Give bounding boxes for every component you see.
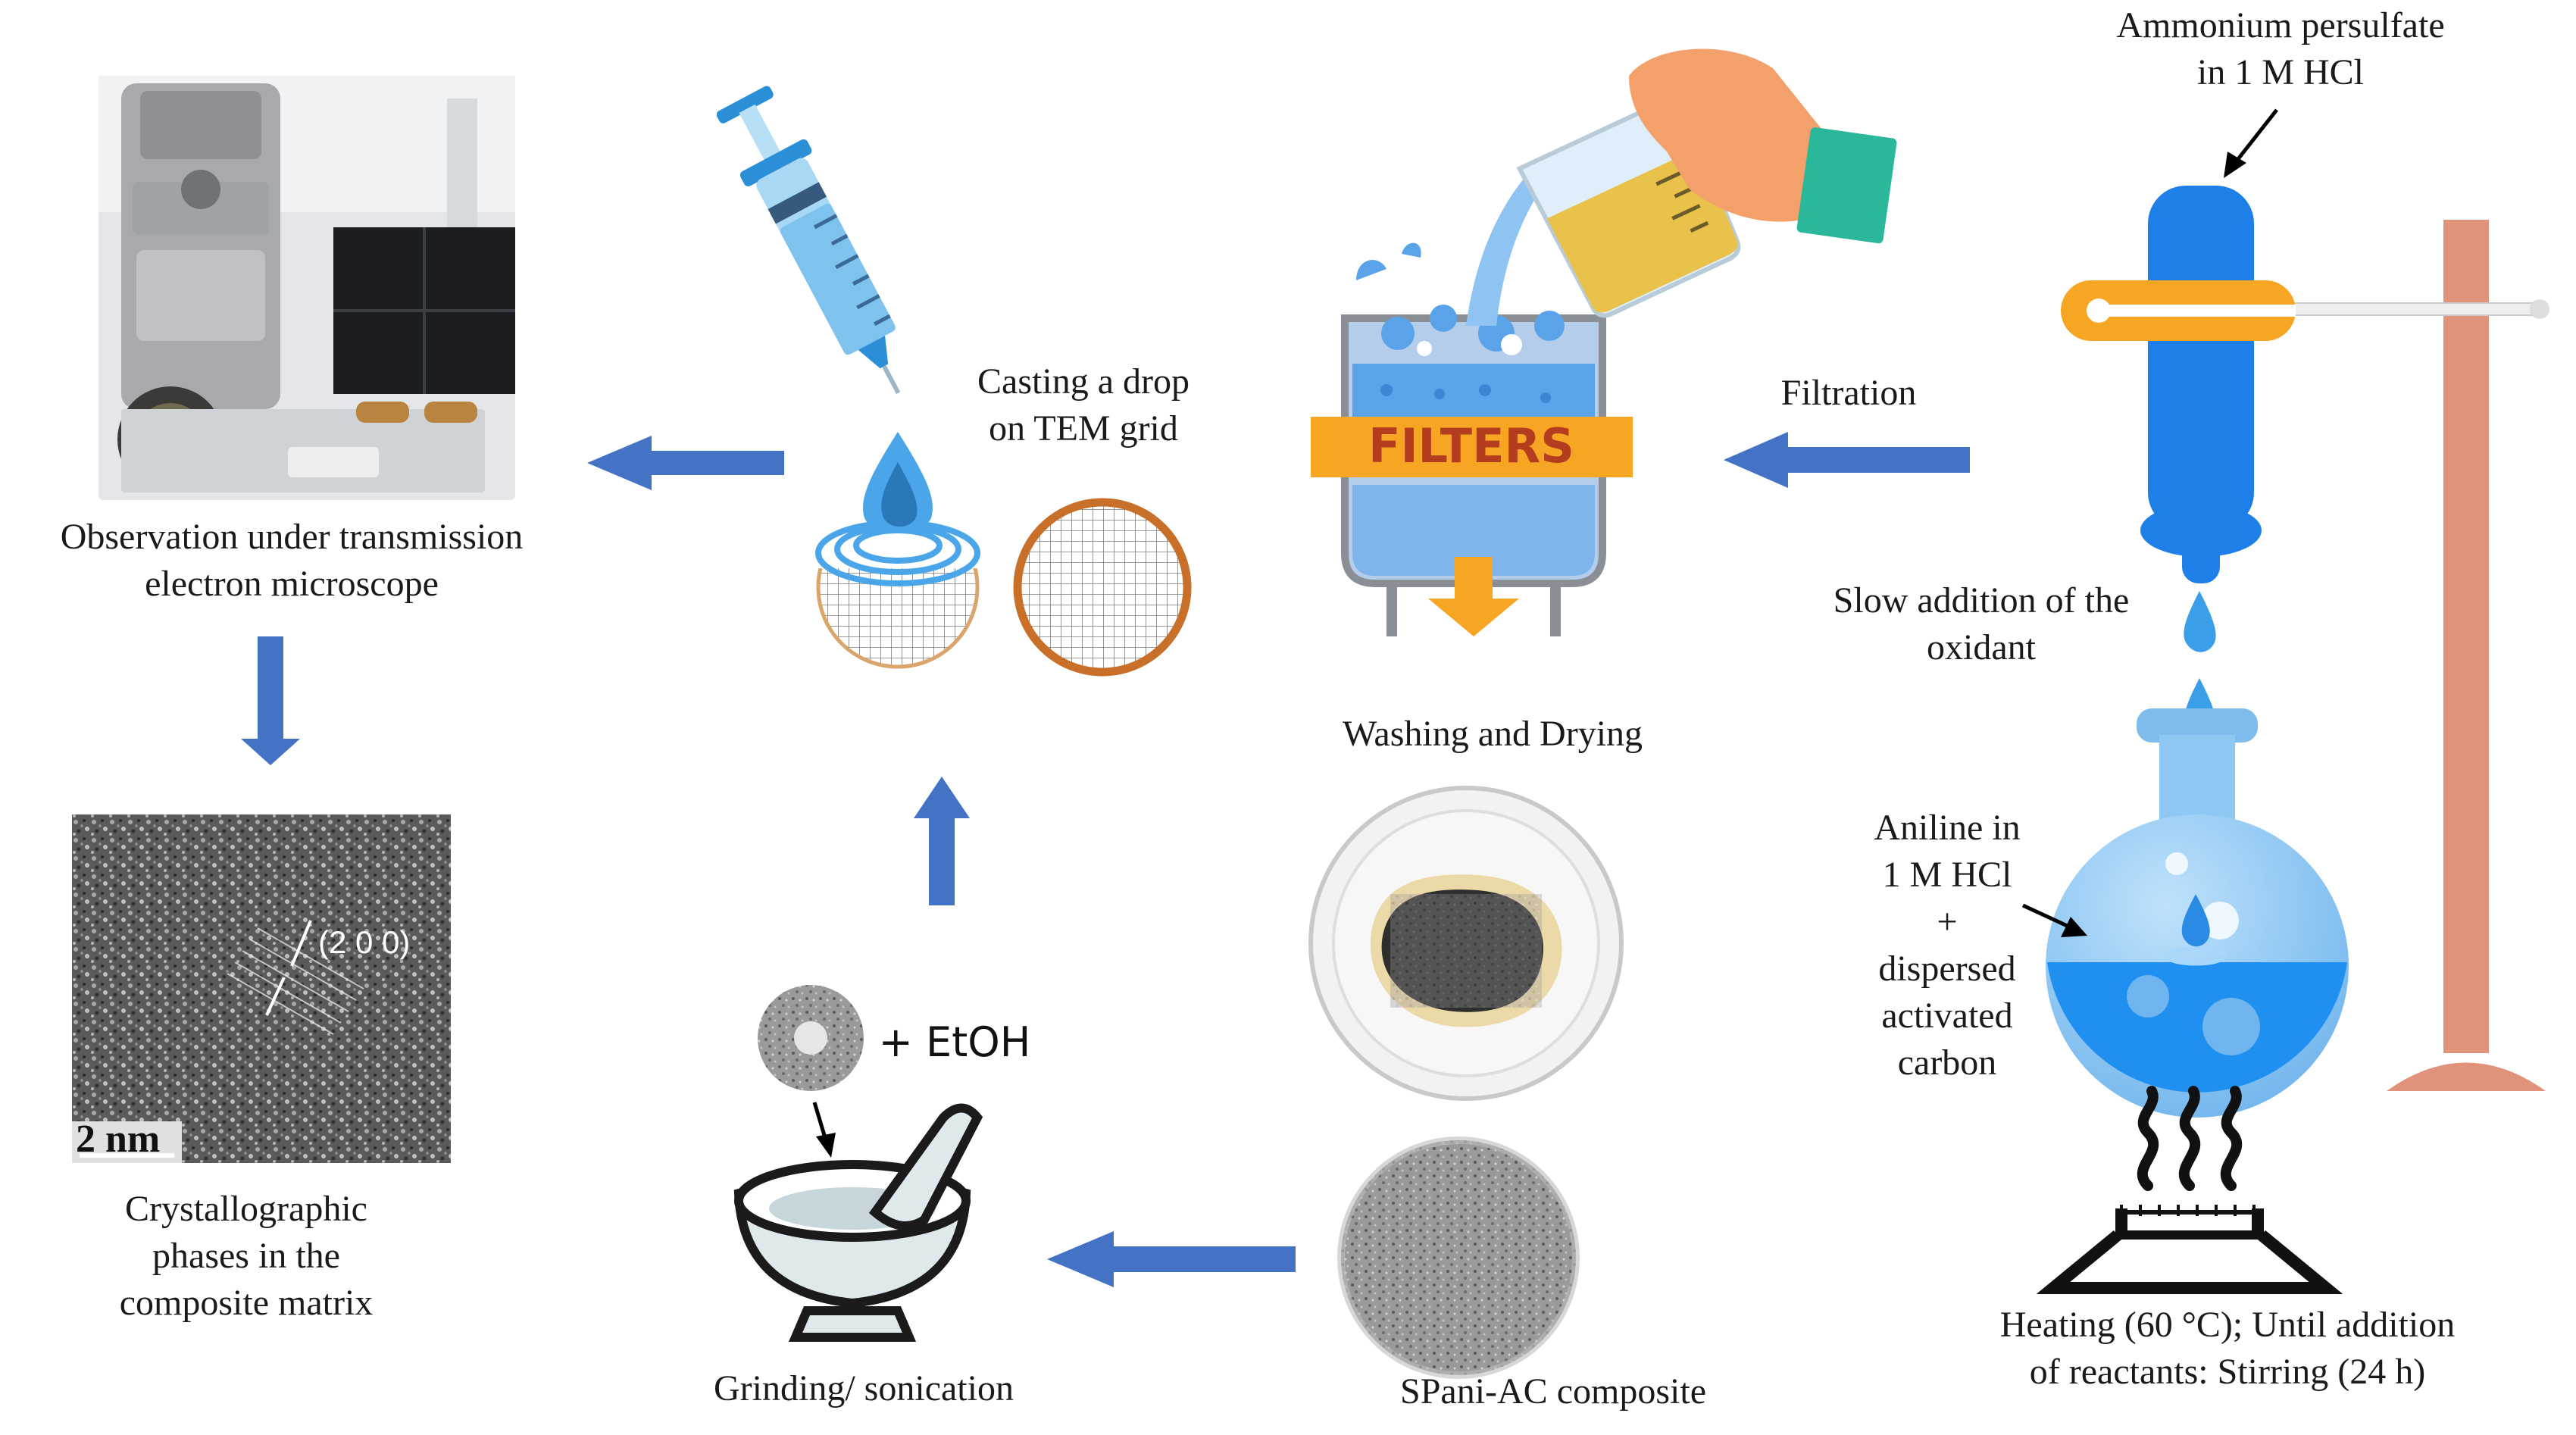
heating-label: Heating (60 °C); Until addition of react… xyxy=(1999,1305,2456,1392)
petri-dish-image xyxy=(1308,786,1624,1101)
particle-icon xyxy=(758,985,864,1091)
filtration-setup-icon xyxy=(1311,48,1897,636)
arrow-down-tem xyxy=(241,636,300,765)
slow-addition-label: Slow addition of the oxidant xyxy=(1833,580,2130,667)
ammonium-persulfate-label: Ammonium persulfate in 1 M HCl xyxy=(2116,5,2445,92)
hrtem-image xyxy=(72,814,451,1163)
round-bottom-flask-icon xyxy=(2046,708,2349,1118)
pointer-arrows xyxy=(812,108,2278,1158)
mortar-pestle-icon xyxy=(733,1103,983,1342)
flow-arrows xyxy=(241,432,1970,1287)
spani-ac-label: SPani-AC composite xyxy=(1400,1371,1706,1412)
filtration-label: Filtration xyxy=(1780,373,1917,413)
hrtem-scale-bar-label: 2 nm xyxy=(76,1118,160,1161)
arrow-left-tem xyxy=(587,436,784,490)
aniline-label: Aniline in 1 M HCl + dispersed activated… xyxy=(1874,808,2021,1083)
drop-on-grid-icon xyxy=(814,432,981,669)
crystallographic-label: Crystallographic phases in the composite… xyxy=(119,1189,374,1323)
etoh-label: + EtOH xyxy=(878,1018,1031,1066)
burette-icon xyxy=(2061,186,2296,583)
washing-drying-label: Washing and Drying xyxy=(1342,714,1643,754)
hrtem-plane-label: (2 0 0) xyxy=(318,924,410,960)
casting-label: Casting a drop on TEM grid xyxy=(977,361,1190,449)
tem-grid-icon xyxy=(1013,498,1192,677)
tem-observation-label: Observation under transmission electron … xyxy=(60,517,524,604)
filters-band-text: FILTERS xyxy=(1368,418,1574,474)
arrow-left-filtration xyxy=(1724,432,1970,488)
syringe-icon xyxy=(716,86,901,395)
retort-stand-icon xyxy=(2098,220,2549,1091)
grinding-label: Grinding/ sonication xyxy=(714,1368,1014,1408)
arrow-up-casting xyxy=(914,777,970,905)
hot-plate-icon xyxy=(2036,1086,2343,1294)
spani-ac-composite-image xyxy=(1337,1136,1580,1379)
tem-microscope-image xyxy=(98,76,515,500)
arrow-left-grinding xyxy=(1047,1231,1296,1287)
